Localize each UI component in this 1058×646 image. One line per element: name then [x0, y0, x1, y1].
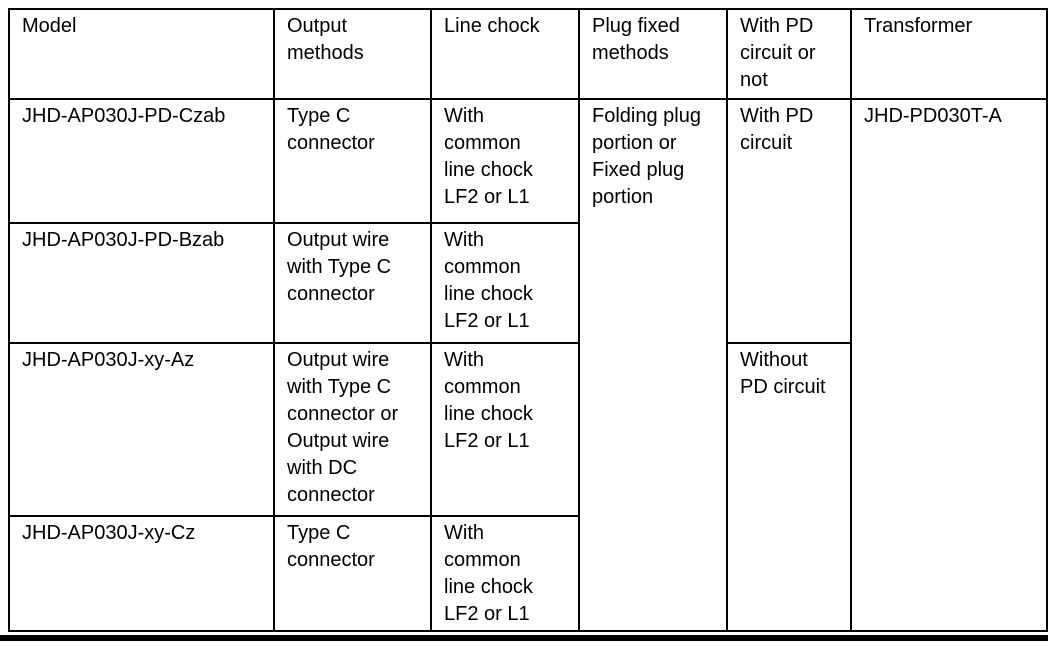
- header-cell-line-chock: Line chock: [430, 8, 580, 100]
- table-row: JHD-AP030J-xy-Cz Type C connector With c…: [8, 515, 1047, 632]
- cell-with-pd-circuit-merged: With PD circuit: [726, 98, 852, 344]
- cell-line-chock-row2: With common line chock LF2 or L1: [430, 222, 580, 344]
- page-bottom-rule: [0, 635, 1048, 641]
- table-row: JHD-AP030J-PD-Czab Type C connector With…: [8, 98, 1048, 632]
- table-row: JHD-AP030J-PD-Bzab Output wire with Type…: [8, 222, 1047, 344]
- cell-output-methods-row1: Type C connector: [273, 98, 432, 224]
- cell-plug-fixed-methods-merged: Folding plug portion or Fixed plug porti…: [578, 98, 728, 632]
- cell-output-methods-row2: Output wire with Type C connector: [273, 222, 432, 344]
- header-cell-model: Model: [8, 8, 275, 100]
- header-cell-output-methods: Output methods: [273, 8, 432, 100]
- header-cell-plug-fixed-methods: Plug fixed methods: [578, 8, 728, 100]
- header-cell-transformer: Transformer: [850, 8, 1048, 100]
- cell-model-row3: JHD-AP030J-xy-Az: [8, 342, 275, 517]
- table-row: JHD-AP030J-xy-Az Output wire with Type C…: [8, 342, 1047, 632]
- cell-line-chock-row3: With common line chock LF2 or L1: [430, 342, 580, 517]
- cell-transformer-merged: JHD-PD030T-A: [850, 98, 1048, 632]
- cell-model-row2: JHD-AP030J-PD-Bzab: [8, 222, 275, 344]
- header-row: Model Output methods Line chock Plug fix…: [8, 8, 1048, 100]
- cell-model-row4: JHD-AP030J-xy-Cz: [8, 515, 275, 632]
- cell-output-methods-row4: Type C connector: [273, 515, 432, 632]
- header-cell-pd-circuit-or-not: With PD circuit or not: [726, 8, 852, 100]
- cell-line-chock-row4: With common line chock LF2 or L1: [430, 515, 580, 632]
- spec-table: Model Output methods Line chock Plug fix…: [8, 8, 1048, 632]
- cell-output-methods-row3: Output wire with Type C connector or Out…: [273, 342, 432, 517]
- cell-line-chock-row1: With common line chock LF2 or L1: [430, 98, 580, 224]
- cell-model-row1: JHD-AP030J-PD-Czab: [8, 98, 275, 224]
- cell-without-pd-circuit-merged: Without PD circuit: [726, 342, 852, 632]
